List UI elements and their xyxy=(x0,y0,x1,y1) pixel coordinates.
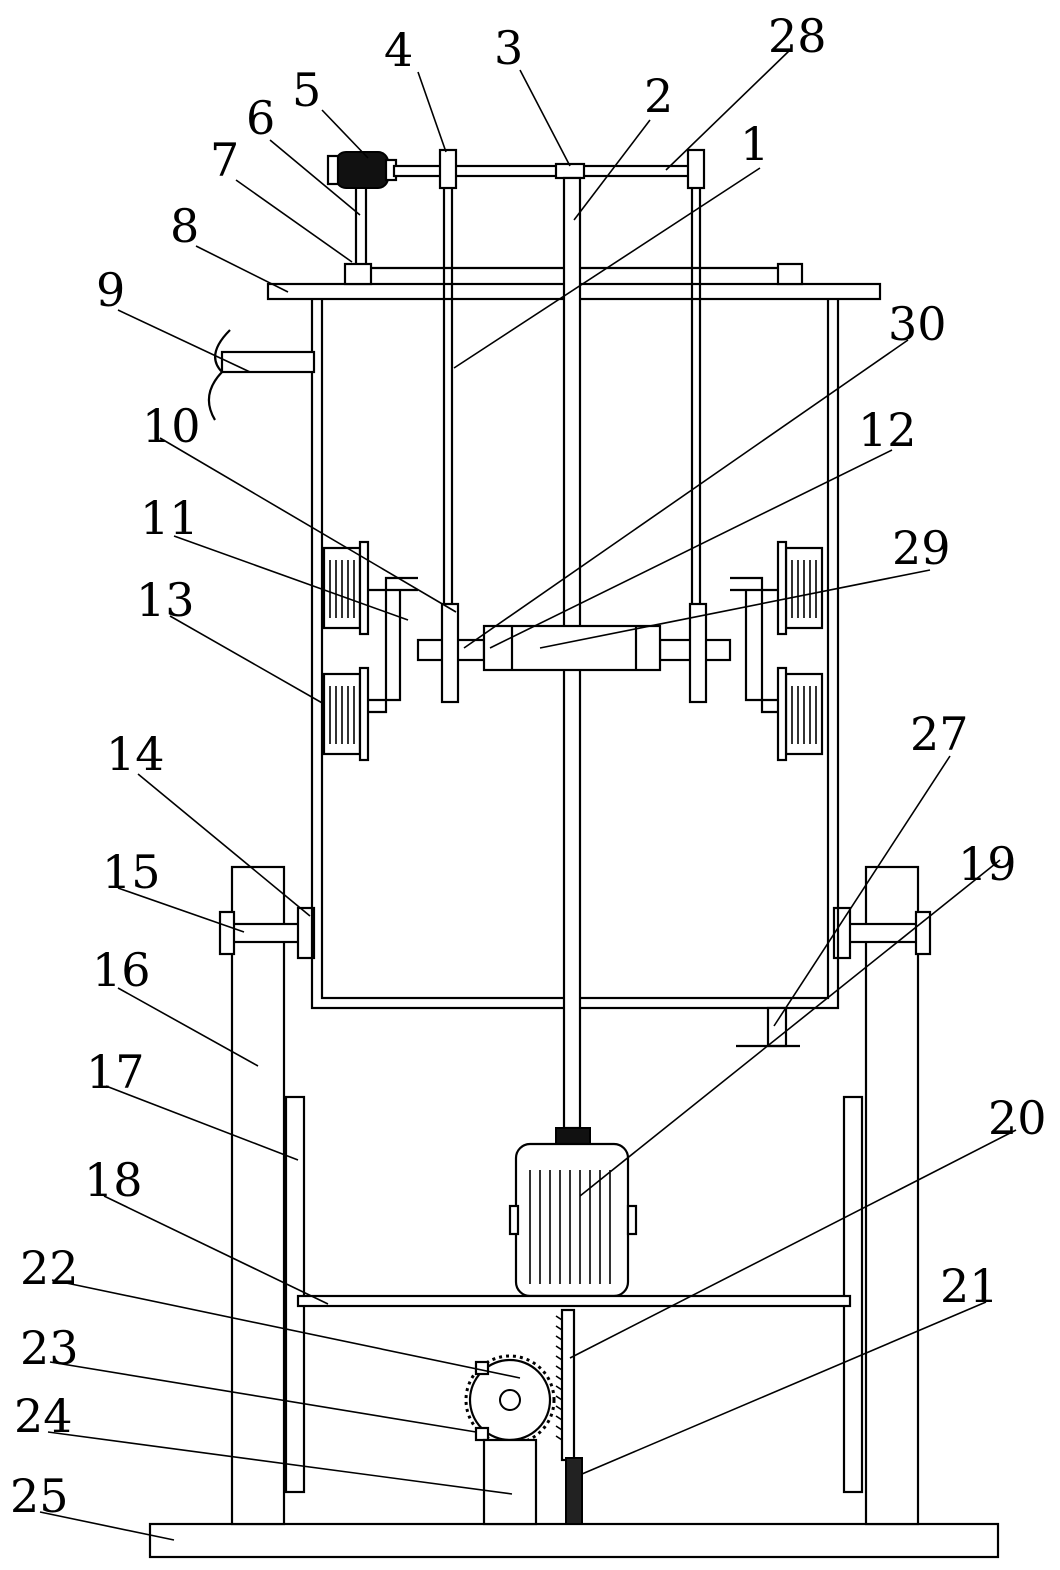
gear-bracket-top xyxy=(476,1362,488,1374)
left-pivot-cap xyxy=(220,912,234,954)
left-bracket-outer xyxy=(366,578,418,712)
label-21: 21 xyxy=(940,1259,999,1313)
left-lower-pulley xyxy=(442,604,458,702)
small-motor xyxy=(336,152,388,188)
label-25: 25 xyxy=(10,1469,69,1523)
base-plate xyxy=(150,1524,998,1557)
label-18: 18 xyxy=(84,1153,143,1207)
right-guide-rail xyxy=(844,1097,862,1492)
gear-bracket-bottom xyxy=(476,1428,488,1440)
label-22: 22 xyxy=(20,1241,79,1295)
label-28: 28 xyxy=(768,9,827,63)
label-17: 17 xyxy=(86,1045,145,1099)
central-hub xyxy=(484,626,660,670)
small-motor-end xyxy=(328,156,338,184)
left-top-pulley xyxy=(440,150,456,188)
cover-bolt-left xyxy=(345,264,371,284)
motor-coupling xyxy=(556,1128,590,1144)
label-4: 4 xyxy=(384,23,413,77)
main-motor xyxy=(516,1144,628,1296)
right-bracket-outer xyxy=(730,578,780,712)
right-lower-brush xyxy=(778,668,822,760)
left-lower-brush xyxy=(324,668,368,760)
cover-bolt-right xyxy=(778,264,802,284)
left-upright xyxy=(232,867,284,1524)
label-7: 7 xyxy=(210,133,239,187)
drive-gear-hub xyxy=(500,1390,520,1410)
gear-rack xyxy=(562,1310,574,1460)
label-27: 27 xyxy=(910,707,969,761)
gear-support xyxy=(484,1440,536,1524)
main-motor-lug-right xyxy=(628,1206,636,1234)
label-9: 9 xyxy=(96,263,125,317)
label-10: 10 xyxy=(142,399,201,453)
label-2: 2 xyxy=(644,69,673,123)
label-11: 11 xyxy=(140,491,199,545)
label-23: 23 xyxy=(20,1321,79,1375)
label-5: 5 xyxy=(292,63,321,117)
label-16: 16 xyxy=(92,943,151,997)
right-pivot-bearing xyxy=(834,908,850,958)
label-1: 1 xyxy=(740,117,769,171)
right-bracket-inner xyxy=(730,590,780,700)
top-drive-shaft xyxy=(394,166,690,176)
outlet-pipe xyxy=(222,352,314,372)
label-13: 13 xyxy=(136,573,195,627)
outlet-break-line xyxy=(209,330,230,420)
label-3: 3 xyxy=(494,21,523,75)
label-15: 15 xyxy=(102,845,161,899)
lifting-platform xyxy=(298,1296,850,1306)
label-29: 29 xyxy=(892,521,951,575)
left-bracket-inner xyxy=(366,590,418,700)
main-motor-lug-left xyxy=(510,1206,518,1234)
center-coupling xyxy=(556,164,584,178)
label-24: 24 xyxy=(14,1389,73,1443)
label-19: 19 xyxy=(958,837,1017,891)
drain-valve xyxy=(768,1008,786,1046)
right-upright xyxy=(866,867,918,1524)
right-lower-pulley xyxy=(690,604,706,702)
label-30: 30 xyxy=(888,297,947,351)
right-upper-brush xyxy=(778,542,822,634)
label-8: 8 xyxy=(170,199,199,253)
label-14: 14 xyxy=(106,727,165,781)
label-12: 12 xyxy=(858,403,917,457)
label-20: 20 xyxy=(988,1091,1047,1145)
label-6: 6 xyxy=(246,91,275,145)
right-top-pulley xyxy=(688,150,704,188)
lead-screw xyxy=(566,1458,582,1524)
